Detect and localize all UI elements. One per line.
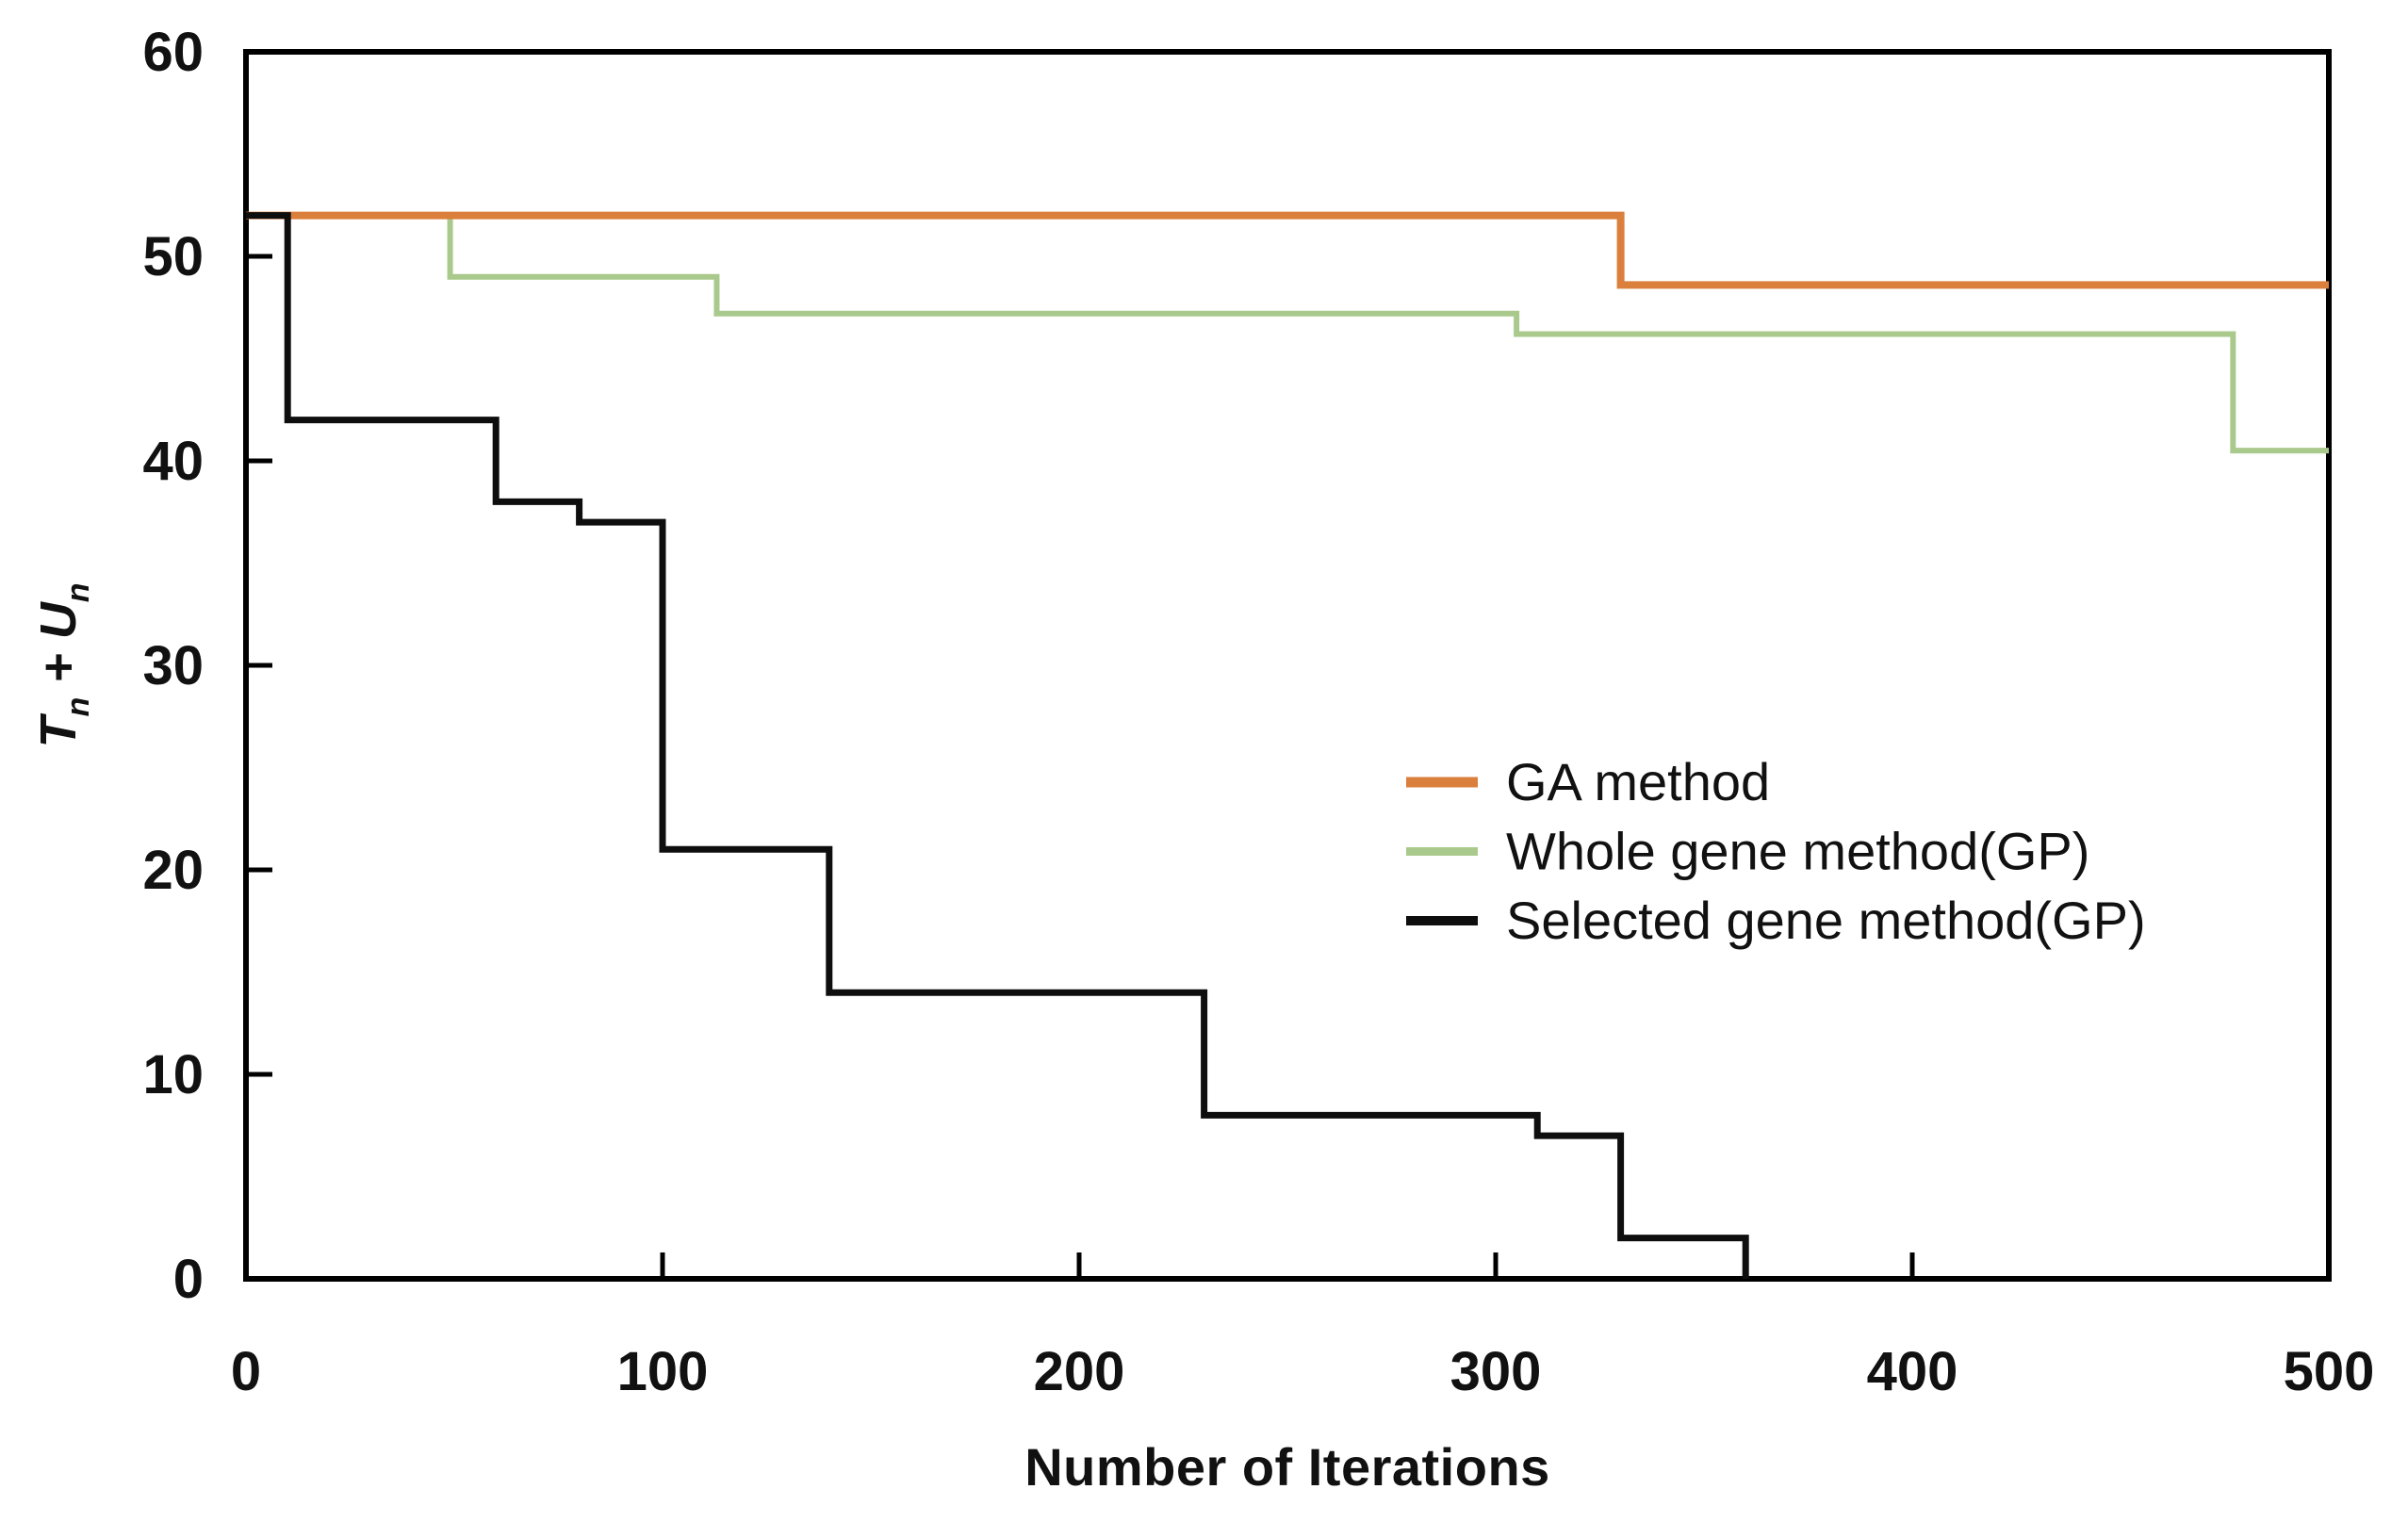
- series-line-3: [246, 212, 1749, 1279]
- y-tick-label: 20: [142, 840, 204, 901]
- y-axis-title: Tn + Un: [30, 582, 96, 747]
- x-tick-label: 500: [2284, 1341, 2375, 1402]
- x-tick-label: 100: [617, 1341, 709, 1402]
- series-line-2: [246, 212, 2329, 454]
- y-tick-label: 30: [142, 635, 204, 696]
- x-tick-label: 300: [1450, 1341, 1542, 1402]
- legend-label-1: GA method: [1506, 752, 1770, 811]
- legend-label-3: Selected gene method(GP): [1506, 891, 2146, 950]
- y-tick-label: 60: [142, 22, 204, 83]
- x-tick-label: 400: [1867, 1341, 1958, 1402]
- x-tick-label: 200: [1034, 1341, 1125, 1402]
- legend-label-2: Whole gene method(GP): [1506, 822, 2089, 881]
- x-tick-label: 0: [231, 1341, 261, 1402]
- y-tick-label: 50: [142, 226, 204, 287]
- y-tick-label: 40: [142, 431, 204, 492]
- series-line-1: [246, 211, 2329, 289]
- y-tick-label: 0: [173, 1249, 204, 1310]
- plot-frame: [243, 49, 2332, 1282]
- y-tick-label: 10: [142, 1044, 204, 1105]
- x-axis-title: Number of Iterations: [1024, 1437, 1550, 1497]
